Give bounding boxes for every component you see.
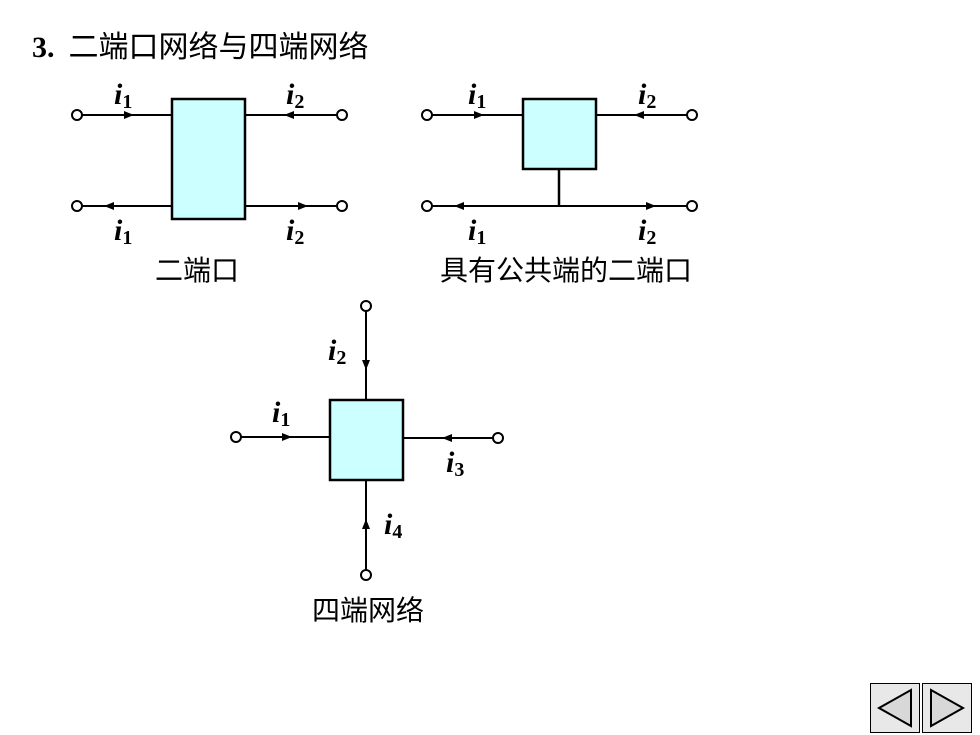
four-terminal-diagram: i1 i2 i3 i4 四端网络 bbox=[230, 300, 504, 627]
triangle-right-icon bbox=[930, 688, 966, 728]
terminal bbox=[686, 109, 698, 121]
current-label: i4 bbox=[384, 508, 402, 543]
current-label: i2 bbox=[638, 214, 656, 249]
four-terminal-box bbox=[328, 398, 405, 482]
triangle-left-icon bbox=[876, 688, 912, 728]
common-terminal-caption: 具有公共端的二端口 bbox=[440, 254, 692, 287]
slide-title: 3. 二端口网络与四端网络 bbox=[32, 28, 369, 68]
terminal bbox=[360, 300, 372, 312]
terminal bbox=[71, 200, 83, 212]
current-label: i2 bbox=[286, 78, 304, 113]
terminal bbox=[336, 109, 348, 121]
terminal bbox=[686, 200, 698, 212]
title-text: 二端口网络与四端网络 bbox=[68, 30, 369, 65]
current-label: i2 bbox=[286, 214, 304, 249]
terminal bbox=[230, 431, 242, 443]
terminal bbox=[492, 432, 504, 444]
terminal bbox=[336, 200, 348, 212]
two-port-caption: 二端口 bbox=[155, 254, 239, 287]
two-port-diagram: i1 i2 i1 i2 二端口 bbox=[71, 78, 348, 287]
common-terminal-box bbox=[521, 97, 598, 171]
section-number: 3. bbox=[32, 31, 55, 64]
current-label: i1 bbox=[468, 78, 486, 113]
current-label: i1 bbox=[468, 214, 486, 249]
current-label: i2 bbox=[638, 78, 656, 113]
current-label: i1 bbox=[114, 78, 132, 113]
terminal bbox=[360, 569, 372, 581]
four-terminal-caption: 四端网络 bbox=[312, 594, 424, 627]
current-label: i2 bbox=[328, 334, 346, 369]
terminal bbox=[421, 109, 433, 121]
two-port-box bbox=[170, 97, 247, 221]
current-label: i1 bbox=[114, 214, 132, 249]
common-terminal-diagram: i1 i2 i1 i2 具有公共端的二端口 bbox=[421, 78, 698, 287]
current-label: i3 bbox=[446, 446, 464, 481]
next-slide-button[interactable] bbox=[922, 683, 972, 733]
current-label: i1 bbox=[272, 396, 290, 431]
terminal bbox=[421, 200, 433, 212]
terminal bbox=[71, 109, 83, 121]
prev-slide-button[interactable] bbox=[870, 683, 920, 733]
